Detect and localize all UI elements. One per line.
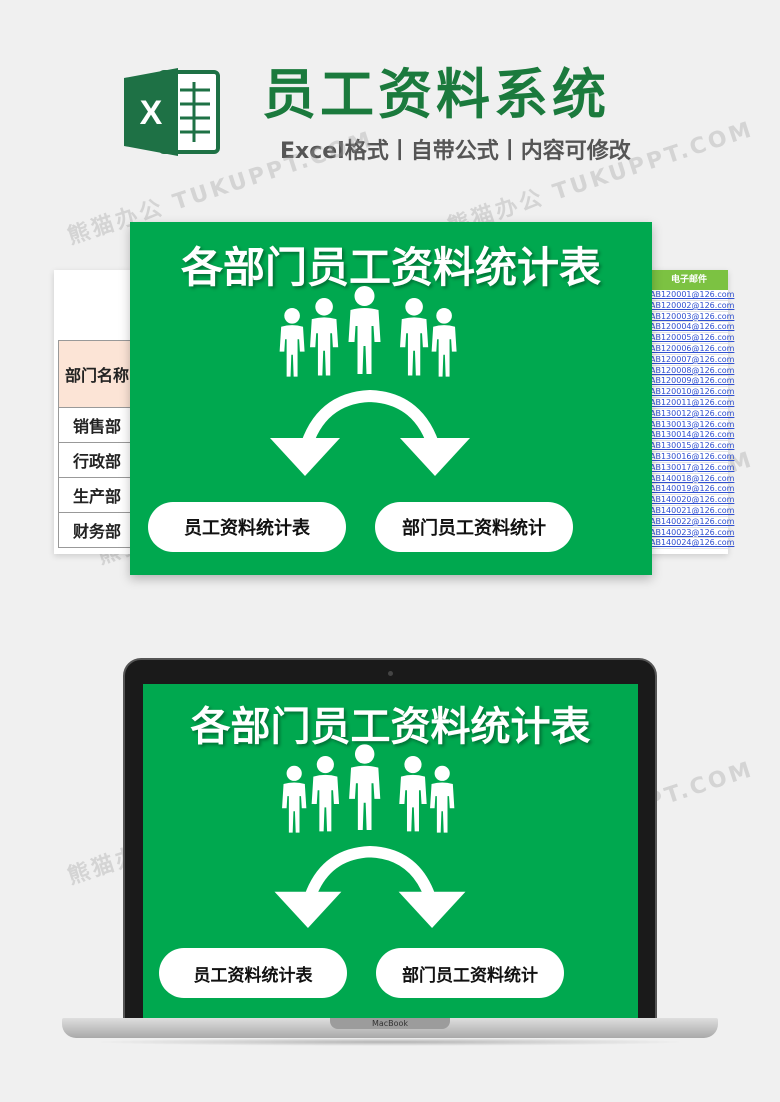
email-cell: AB130014@126.com — [650, 430, 735, 442]
email-cell: AB120003@126.com — [650, 311, 735, 323]
dept-cell: 生产部 — [58, 478, 132, 513]
camera-icon — [388, 671, 393, 676]
email-cell: AB130013@126.com — [650, 419, 735, 431]
laptop-notch — [330, 1018, 450, 1029]
dept-cell: 财务部 — [58, 513, 132, 548]
laptop-panel: 各部门员工资料统计表 员工资料统计表部门员工资料统计 — [143, 684, 638, 1019]
email-cell: AB140019@126.com — [650, 484, 735, 496]
dept-cell: 行政部 — [58, 443, 132, 478]
split-arrows-icon — [270, 389, 470, 476]
email-cell: AB120006@126.com — [650, 343, 735, 355]
email-cell: AB130017@126.com — [650, 462, 735, 474]
panel-title: 各部门员工资料统计表 — [190, 704, 591, 750]
email-cell: AB120001@126.com — [650, 290, 735, 301]
team-people-icon — [279, 286, 457, 377]
email-cell: AB140022@126.com — [650, 516, 735, 528]
svg-text:X: X — [140, 94, 163, 132]
email-cell: AB140024@126.com — [650, 538, 735, 550]
laptop-shadow — [90, 1038, 690, 1046]
sheet-preview-left: 部门名称 销售部 行政部 生产部 财务部 — [54, 270, 132, 554]
email-cell: AB140021@126.com — [650, 505, 735, 517]
dept-cell: 销售部 — [58, 408, 132, 443]
email-cell: AB120009@126.com — [650, 376, 735, 388]
laptop-brand: MacBook — [371, 1019, 409, 1028]
excel-logo-icon: X — [124, 68, 220, 156]
email-column-header: 电子邮件 — [650, 270, 728, 290]
email-cell: AB120010@126.com — [650, 387, 735, 398]
header: X 员工资料系统 Excel格式丨自带公式丨内容可修改 — [0, 0, 780, 200]
email-cell: AB130016@126.com — [650, 451, 735, 463]
email-cell: AB120007@126.com — [650, 354, 735, 366]
email-cell: AB120002@126.com — [650, 300, 735, 312]
app-title: 员工资料系统 — [262, 63, 610, 126]
split-arrows-icon — [274, 845, 466, 929]
email-cell: AB140020@126.com — [650, 495, 735, 506]
email-cell: AB120008@126.com — [650, 365, 735, 377]
email-cell: AB130015@126.com — [650, 441, 735, 452]
email-cell: AB140023@126.com — [650, 527, 735, 539]
email-cell: AB120005@126.com — [650, 333, 735, 344]
email-cell: AB140018@126.com — [650, 473, 735, 485]
email-cell: AB120004@126.com — [650, 322, 735, 334]
dept-column-header: 部门名称 — [58, 340, 132, 408]
dept-stats-button[interactable]: 部门员工资料统计 — [376, 948, 564, 998]
team-people-icon — [282, 744, 455, 833]
hero-panel: 各部门员工资料统计表 员工资料统计表部门员工资料统计 — [130, 222, 652, 575]
dept-stats-button[interactable]: 部门员工资料统计 — [375, 502, 573, 552]
staff-stats-button[interactable]: 员工资料统计表 — [159, 948, 347, 998]
email-cell: AB120011@126.com — [650, 397, 735, 409]
staff-stats-button[interactable]: 员工资料统计表 — [148, 502, 346, 552]
email-cell: AB130012@126.com — [650, 408, 735, 420]
app-subtitle: Excel格式丨自带公式丨内容可修改 — [280, 139, 631, 164]
panel-title: 各部门员工资料统计表 — [180, 243, 601, 292]
